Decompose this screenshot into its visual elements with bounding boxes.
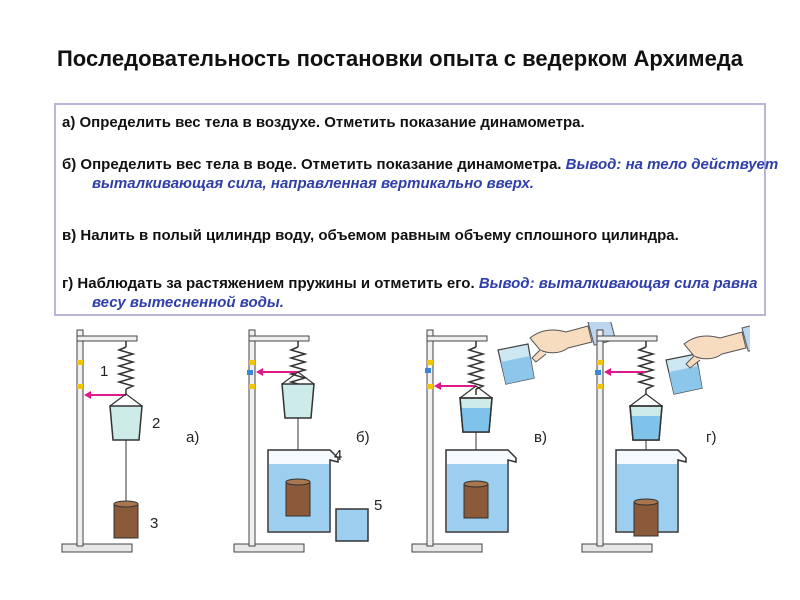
- step-b-conclusion: Вывод: на тело действует выталкивающая с…: [92, 156, 779, 192]
- panel-a: 1 2 3 а): [61, 329, 199, 553]
- step-a-text: а) Определить вес тела в воздухе. Отмети…: [62, 114, 585, 131]
- instructions-box: а) Определить вес тела в воздухе. Отмети…: [54, 103, 778, 316]
- label-4: 4: [334, 447, 342, 464]
- step-g: г) Наблюдать за растяжением пружины и от…: [62, 274, 782, 312]
- panel-a-label: а): [186, 429, 199, 446]
- step-v: в) Налить в полый цилиндр воду, объемом …: [62, 226, 782, 245]
- panel-b-label: б): [356, 429, 370, 446]
- step-v-text: в) Налить в полый цилиндр воду, объемом …: [62, 227, 679, 244]
- panel-v: в): [411, 322, 616, 553]
- step-g-text: г) Наблюдать за растяжением пружины и от…: [62, 275, 475, 292]
- experiment-figure: 1 2 3 а) 4 5 б) в): [61, 322, 750, 553]
- step-g-conclusion: Вывод: выталкивающая сила равна весу выт…: [92, 275, 758, 311]
- cup-5: [335, 508, 369, 542]
- label-2: 2: [152, 415, 160, 432]
- step-b-text: б) Определить вес тела в воде. Отметить …: [62, 156, 562, 173]
- panel-g: г): [581, 322, 750, 553]
- panel-b: 4 5 б): [233, 329, 382, 553]
- step-a: а) Определить вес тела в воздухе. Отмети…: [62, 113, 782, 132]
- page-title: Последовательность постановки опыта с ве…: [56, 46, 744, 71]
- panel-v-label: в): [534, 429, 547, 446]
- step-b: б) Определить вес тела в воде. Отметить …: [62, 155, 782, 193]
- panel-g-label: г): [706, 429, 716, 446]
- label-1: 1: [100, 363, 108, 380]
- label-3: 3: [150, 515, 158, 532]
- label-5: 5: [374, 497, 382, 514]
